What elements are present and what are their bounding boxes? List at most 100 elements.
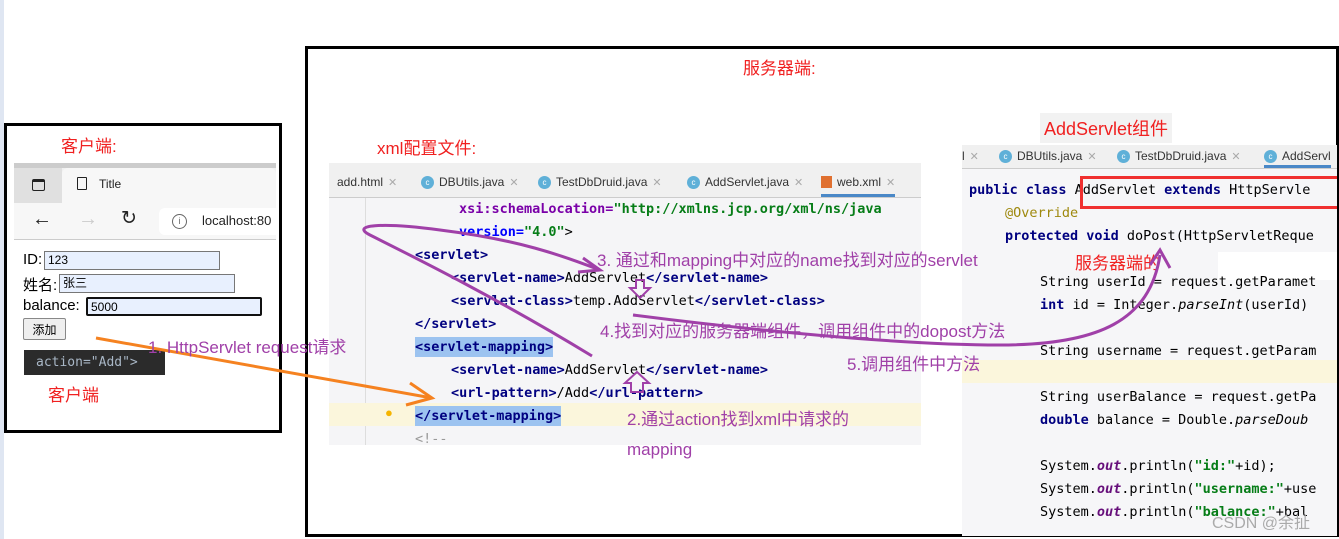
code-token: extends: [1164, 182, 1230, 198]
code-token: temp.AddServlet: [572, 293, 695, 309]
code-token: HttpServle: [1229, 182, 1311, 198]
step-3-label: 3. 通过和mapping中对应的name找到对应的servlet: [597, 251, 978, 270]
code-token: id = Integer.: [1072, 297, 1179, 313]
lightbulb-icon[interactable]: ●: [385, 405, 393, 420]
hollow-arrow-down: [627, 279, 653, 300]
xml-title: xml配置文件:: [377, 139, 477, 158]
code-token: </servlet-name>: [646, 362, 768, 378]
name-label: 姓名:: [23, 277, 58, 294]
id-input[interactable]: 123: [44, 251, 220, 270]
code-line: <!--: [415, 431, 448, 445]
tab-label: web.xml: [837, 175, 882, 189]
server-panel: [305, 46, 1339, 537]
code-token: System.: [1040, 504, 1097, 520]
code-token: >: [564, 224, 573, 240]
code-line: String userId = request.getParamet: [1040, 274, 1317, 290]
tab-label: DBUtils.java: [439, 175, 505, 189]
class-icon: c: [687, 175, 700, 189]
code-token: AddServlet: [1074, 182, 1165, 198]
tab-label: l: [962, 149, 965, 163]
balance-input[interactable]: 5000: [86, 297, 262, 316]
code-token: int: [1040, 297, 1073, 313]
code-line: <servlet>: [415, 247, 489, 263]
tab-dbutils[interactable]: c DBUtils.java ✕: [999, 149, 1097, 163]
close-icon[interactable]: ✕: [969, 150, 979, 163]
close-icon[interactable]: ✕: [1231, 150, 1241, 163]
class-icon: c: [1264, 149, 1277, 163]
code-token: out: [1096, 458, 1122, 474]
mapping-to-servlet-arrow: [362, 223, 601, 358]
white-patch: [1218, 252, 1337, 280]
client-panel: [4, 123, 282, 433]
tab-label: DBUtils.java: [1017, 149, 1083, 163]
server-title: 服务器端:: [743, 59, 816, 78]
code-token: </servlet-class>: [694, 293, 825, 309]
close-icon[interactable]: ✕: [509, 176, 519, 189]
gutter-divider: [365, 198, 366, 445]
hollow-arrow-up: [622, 370, 652, 393]
invoke-method-arrow: [632, 254, 1162, 347]
close-icon[interactable]: ✕: [388, 176, 398, 189]
back-icon[interactable]: ←: [32, 208, 52, 230]
code-token: +bal: [1275, 504, 1309, 520]
code-token: +use: [1283, 481, 1317, 497]
code-token: <url-pattern>: [451, 385, 557, 401]
code-token: System.: [1040, 481, 1097, 497]
code-line: </servlet>: [415, 316, 497, 332]
submit-button[interactable]: 添加: [23, 318, 66, 340]
code-token: "4.0": [524, 224, 565, 240]
code-token: out: [1096, 481, 1122, 497]
close-icon[interactable]: ✕: [794, 176, 804, 189]
reload-icon[interactable]: ↻: [121, 208, 137, 229]
component-title: AddServlet组件: [1040, 113, 1173, 143]
step-2-label-cont: mapping: [627, 440, 693, 459]
tab-label: TestDbDruid.java: [556, 175, 648, 189]
browser-tab[interactable]: Title: [62, 168, 276, 203]
code-token: doPost(HttpServletReque: [1126, 228, 1314, 244]
request-arrow: [95, 336, 433, 400]
code-token: "balance:": [1194, 504, 1276, 520]
tab-add-html[interactable]: add.html ✕: [337, 175, 397, 189]
code-line: @Override: [1005, 205, 1079, 221]
close-icon[interactable]: ✕: [652, 176, 662, 189]
class-highlight-box: [1080, 176, 1337, 209]
class-icon: c: [999, 149, 1012, 163]
code-token: AddServlet: [564, 362, 647, 378]
forward-icon[interactable]: →: [78, 208, 98, 230]
request-arrowhead: [405, 381, 436, 407]
name-input[interactable]: 张三: [59, 274, 235, 293]
code-token: <servlet-class>: [451, 293, 573, 309]
tab-label: AddServlet.java: [705, 175, 790, 189]
code-token: .println(: [1121, 504, 1195, 520]
code-token: protected void: [1005, 228, 1127, 244]
code-token: balance = Double.: [1096, 412, 1236, 428]
tab-actions-button[interactable]: [14, 168, 62, 203]
tab-label: add.html: [337, 175, 384, 189]
tab-partial[interactable]: l✕: [962, 149, 979, 163]
code-line: <servlet-mapping>: [415, 337, 554, 357]
browser-toolbar: ← → ↻ i localhost:80: [14, 203, 276, 240]
tab-web-xml[interactable]: web.xml ✕: [821, 175, 896, 197]
code-token: parseInt: [1178, 297, 1244, 313]
close-icon[interactable]: ✕: [1087, 150, 1097, 163]
code-token: <servlet-name>: [451, 270, 565, 286]
code-token: "id:": [1194, 458, 1236, 474]
step-5-label: 5.调用组件中方法: [847, 355, 981, 374]
watermark: CSDN @余扯: [1212, 515, 1311, 532]
tab-addservlet[interactable]: c AddServlet.java ✕: [687, 175, 803, 189]
close-icon[interactable]: ✕: [886, 176, 896, 189]
invoke-arrowhead: [1148, 247, 1172, 269]
client-caption: 客户端: [48, 386, 99, 405]
address-bar[interactable]: i localhost:80: [159, 208, 276, 235]
tab-label: TestDbDruid.java: [1135, 149, 1227, 163]
code-token: .println(: [1121, 458, 1195, 474]
